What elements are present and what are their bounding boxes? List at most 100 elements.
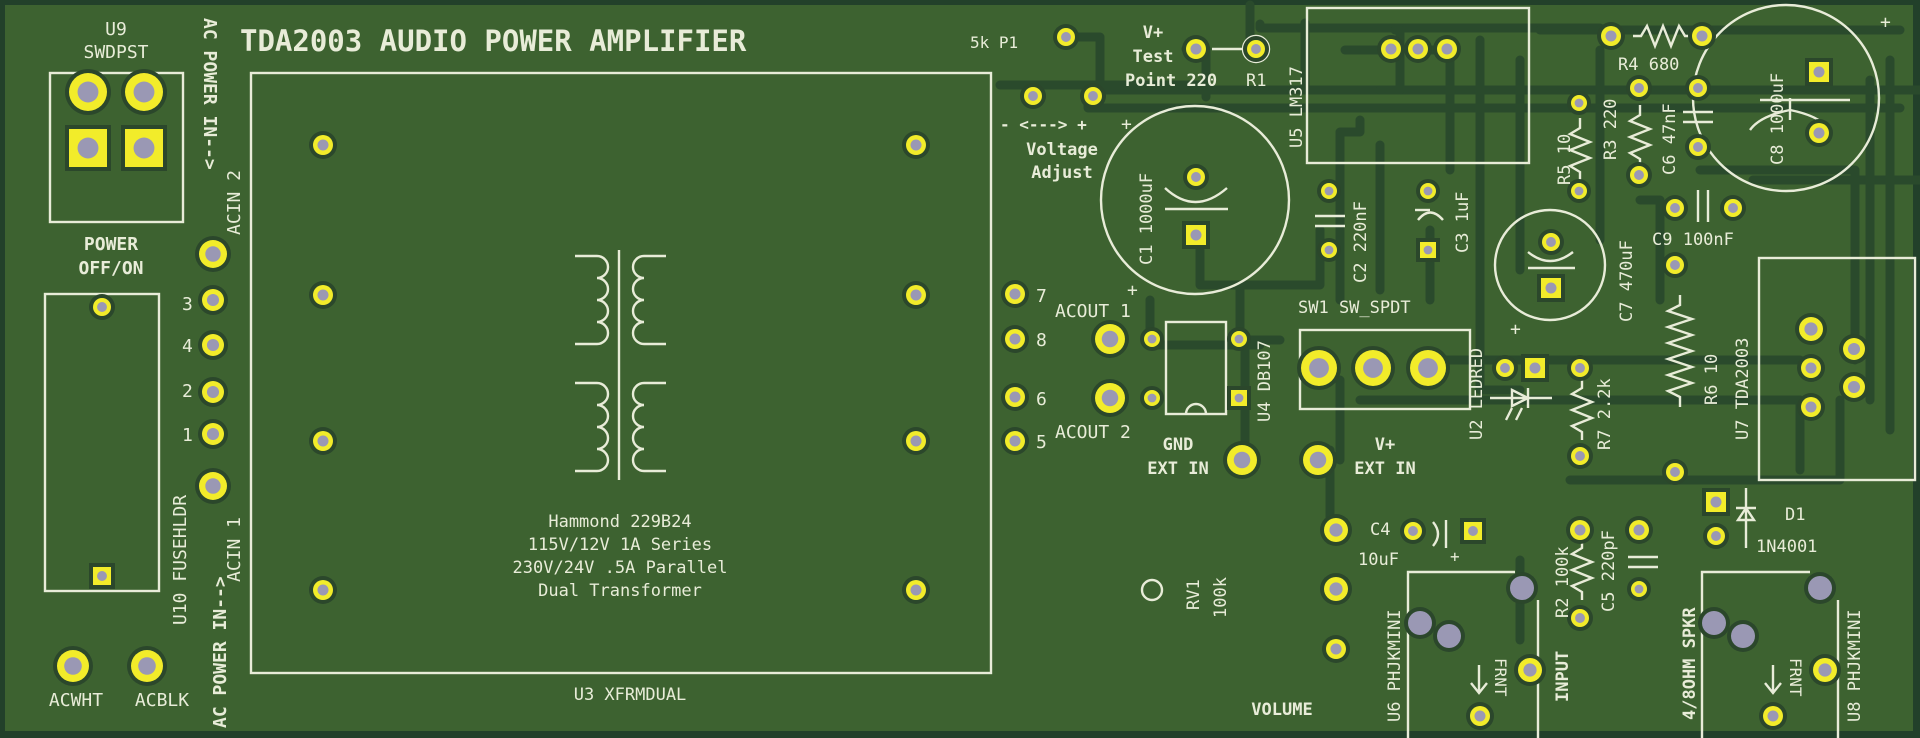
u9-outline bbox=[48, 71, 185, 224]
c7-pad bbox=[1538, 229, 1564, 255]
pin-4-label: 4 bbox=[182, 336, 193, 357]
xfmr-pad bbox=[309, 131, 337, 159]
c1-symbol bbox=[1164, 187, 1228, 211]
c6-pad bbox=[1685, 75, 1711, 101]
u10-label: U10 FUSEHLDR bbox=[170, 495, 191, 625]
r5-label: R5 10 bbox=[1555, 134, 1575, 185]
c2-pad bbox=[1317, 238, 1341, 262]
ac-power-in-bottom: AC POWER IN--> bbox=[210, 576, 231, 728]
u6-outline bbox=[1406, 570, 1515, 738]
d1-value: 1N4001 bbox=[1756, 537, 1817, 557]
board-substrate bbox=[5, 5, 1913, 731]
acout1-label: ACOUT 1 bbox=[1055, 301, 1131, 322]
xfmr-pad bbox=[902, 281, 930, 309]
c8-pad bbox=[1805, 58, 1833, 86]
c6-pad bbox=[1685, 134, 1711, 160]
r4-symbol bbox=[1633, 22, 1695, 50]
rv1-ref: RV1 bbox=[1184, 579, 1204, 610]
u7-outline bbox=[1757, 256, 1917, 482]
spkr-label: 4/8OHM SPKR bbox=[1680, 607, 1700, 720]
voltage-arrow: - <---> + bbox=[1000, 115, 1087, 134]
c9-label: C9 100nF bbox=[1652, 230, 1734, 250]
r3-pad bbox=[1626, 162, 1652, 188]
c8-label: C8 1000uF bbox=[1768, 73, 1788, 165]
c9-symbol bbox=[1696, 190, 1710, 222]
u6-pad bbox=[1506, 572, 1538, 604]
r5-symbol bbox=[1566, 118, 1594, 182]
acin2-pad bbox=[195, 236, 231, 272]
pin6-pad bbox=[1001, 383, 1029, 411]
acwht-label: ACWHT bbox=[49, 690, 103, 711]
u6-pad bbox=[1404, 607, 1436, 639]
pin-5-label: 5 bbox=[1036, 432, 1047, 453]
u5-pad bbox=[1433, 35, 1461, 63]
pin5-pad bbox=[1001, 427, 1029, 455]
u9-ref: U9 bbox=[105, 19, 127, 40]
r6-symbol bbox=[1664, 295, 1696, 407]
r4-pad bbox=[1688, 22, 1716, 50]
c7-symbol bbox=[1527, 251, 1575, 270]
c5-pad bbox=[1627, 577, 1651, 601]
r2-label: R2 100k bbox=[1553, 546, 1573, 618]
sw1-pad bbox=[1297, 346, 1341, 390]
pin-8-label: 8 bbox=[1036, 330, 1047, 351]
c3-pad bbox=[1416, 179, 1440, 203]
pin-6-label: 6 bbox=[1036, 389, 1047, 410]
u8-pad bbox=[1698, 607, 1730, 639]
u4-outline bbox=[1164, 320, 1228, 416]
pin-7-label: 7 bbox=[1036, 286, 1047, 307]
xfmr-line3: 230V/24V .5A Parallel bbox=[513, 558, 728, 578]
pin8-pad bbox=[1001, 325, 1029, 353]
vplus-test-3: Point 220 bbox=[1125, 71, 1217, 91]
volume-label: VOLUME bbox=[1251, 700, 1312, 720]
acblk-pad bbox=[127, 646, 167, 686]
c4-value: 10uF bbox=[1358, 550, 1399, 570]
fuse-pad bbox=[89, 294, 115, 320]
xfmr-pin1-pad bbox=[198, 419, 228, 449]
u6-pad bbox=[1466, 702, 1494, 730]
u6-pad bbox=[1514, 654, 1546, 686]
rv1-pad bbox=[1320, 573, 1352, 605]
r5-pad bbox=[1567, 179, 1591, 203]
fuse-pad bbox=[89, 563, 115, 589]
c8-pad bbox=[1805, 119, 1833, 147]
pin-1-label: 1 bbox=[182, 425, 193, 446]
sw1-label: SW1 SW_SPDT bbox=[1298, 298, 1411, 318]
u8-pad bbox=[1804, 572, 1836, 604]
u8-pad bbox=[1727, 620, 1759, 652]
c5-label: C5 220pF bbox=[1599, 530, 1619, 612]
c7-label: C7 470uF bbox=[1617, 240, 1637, 322]
u3-label: U3 XFRMDUAL bbox=[574, 685, 687, 705]
u5-label: U5 LM317 bbox=[1287, 66, 1307, 148]
xfmr-pin4-pad bbox=[198, 330, 228, 360]
rv1-value: 100k bbox=[1211, 577, 1231, 618]
u5-pad bbox=[1404, 35, 1432, 63]
c1-pad bbox=[1182, 221, 1210, 249]
led-pad bbox=[1492, 355, 1518, 381]
r3-label: R3 220 bbox=[1601, 99, 1621, 160]
gnd-ext-2: EXT IN bbox=[1147, 459, 1208, 479]
u8-pad bbox=[1759, 702, 1787, 730]
r6-pad bbox=[1662, 459, 1688, 485]
c4-pad bbox=[1460, 518, 1486, 544]
r5-pad bbox=[1567, 91, 1591, 115]
c2-pad bbox=[1317, 179, 1341, 203]
led-symbol bbox=[1490, 388, 1552, 421]
r7-pad bbox=[1567, 355, 1593, 381]
c4-plus: + bbox=[1450, 547, 1460, 566]
u9-value: SWDPST bbox=[83, 42, 148, 63]
u4-label: U4 DB107 bbox=[1255, 340, 1275, 422]
transformer-symbol bbox=[575, 250, 666, 480]
acout2-label: ACOUT 2 bbox=[1055, 422, 1131, 443]
c1-plus: + bbox=[1121, 114, 1132, 135]
u9-pad bbox=[121, 125, 167, 171]
c7-outline bbox=[1493, 208, 1607, 322]
u8-arrow-icon bbox=[1764, 665, 1782, 695]
u3-outline bbox=[249, 71, 993, 675]
c6-symbol bbox=[1683, 110, 1713, 124]
acwht-pad bbox=[53, 646, 93, 686]
input-label: INPUT bbox=[1553, 651, 1573, 702]
acin2-label: ACIN 2 bbox=[224, 170, 245, 235]
c7-pad bbox=[1537, 274, 1565, 302]
